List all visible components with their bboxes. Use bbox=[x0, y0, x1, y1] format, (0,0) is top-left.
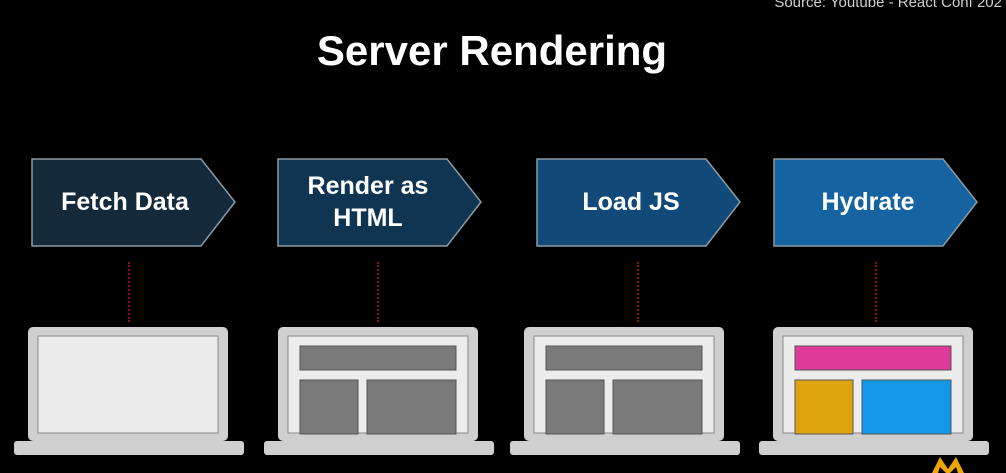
content-header-block bbox=[299, 345, 457, 371]
connector-line bbox=[875, 262, 877, 322]
source-caption: Source: Youtube - React Conf 202 bbox=[774, 0, 1002, 11]
content-header-block bbox=[545, 345, 703, 371]
laptop-base bbox=[14, 441, 244, 455]
step-arrow-shape bbox=[277, 158, 482, 247]
step-arrow-fill bbox=[536, 158, 741, 247]
step-label: Fetch Data bbox=[61, 188, 189, 216]
content-left-block bbox=[545, 379, 605, 435]
laptop-base bbox=[264, 441, 494, 455]
connector-line bbox=[128, 262, 130, 322]
hydrated-header-block bbox=[794, 345, 952, 371]
connector-line bbox=[377, 262, 379, 322]
step-arrow-fill bbox=[277, 158, 482, 247]
step-label: Hydrate bbox=[821, 188, 915, 216]
step-label-line: Render as bbox=[307, 172, 429, 200]
laptop-js bbox=[510, 327, 740, 455]
laptop-base bbox=[510, 441, 740, 455]
laptop-blank bbox=[14, 327, 244, 455]
step-arrow-fill bbox=[773, 158, 978, 247]
hydrated-right-block bbox=[861, 379, 952, 435]
step-arrow-fill bbox=[31, 158, 236, 247]
step-arrow-shape bbox=[773, 158, 978, 247]
laptop-base bbox=[759, 441, 989, 455]
content-right-block bbox=[366, 379, 457, 435]
brand-logo-icon bbox=[932, 457, 964, 473]
step-label: Render as HTML bbox=[277, 158, 459, 246]
step-arrow-shape bbox=[31, 158, 236, 247]
laptop-screen bbox=[37, 335, 219, 434]
content-right-block bbox=[612, 379, 703, 435]
laptop-hydrated bbox=[759, 327, 989, 455]
slide-title: Server Rendering bbox=[316, 27, 668, 74]
laptop-html bbox=[264, 327, 494, 455]
logo-shape bbox=[932, 457, 964, 473]
connector-line bbox=[637, 262, 639, 322]
step-label-line: HTML bbox=[333, 204, 403, 232]
content-left-block bbox=[299, 379, 359, 435]
step-arrow-shape bbox=[536, 158, 741, 247]
step-label: Load JS bbox=[582, 188, 680, 216]
hydrated-left-block bbox=[794, 379, 854, 435]
